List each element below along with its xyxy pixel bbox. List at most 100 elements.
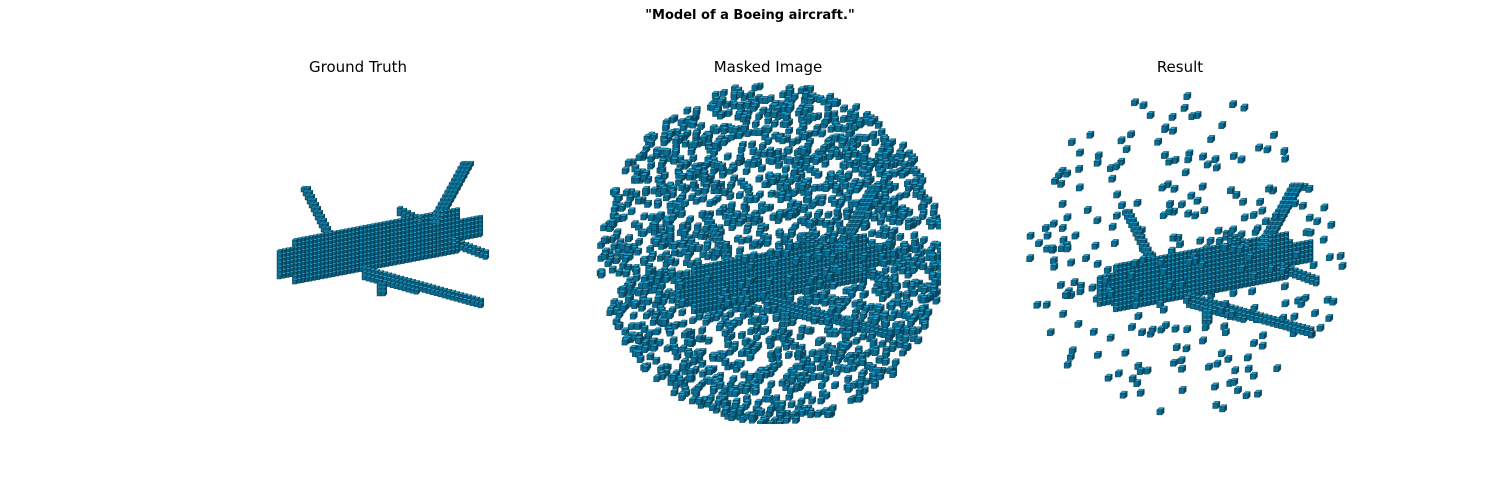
noise-voxel bbox=[803, 285, 812, 294]
noise-voxel bbox=[928, 253, 937, 262]
noise-voxel bbox=[792, 174, 802, 183]
noise-voxel bbox=[790, 188, 799, 197]
noise-voxel bbox=[927, 221, 937, 230]
noise-voxel bbox=[890, 182, 900, 192]
noise-voxel bbox=[1089, 327, 1098, 336]
noise-voxel bbox=[1050, 262, 1059, 271]
noise-voxel bbox=[1290, 199, 1300, 208]
noise-voxel bbox=[729, 375, 738, 384]
noise-voxel bbox=[824, 103, 833, 112]
noise-voxel bbox=[796, 362, 806, 371]
result-plane-voxel bbox=[1240, 316, 1248, 324]
noise-voxel bbox=[712, 140, 721, 149]
noise-voxel bbox=[632, 273, 641, 282]
noise-voxel bbox=[678, 172, 687, 181]
noise-voxel bbox=[736, 89, 745, 99]
noise-voxel bbox=[1306, 228, 1315, 237]
noise-voxel bbox=[797, 397, 806, 406]
noise-voxel bbox=[817, 396, 826, 405]
noise-voxel bbox=[1180, 103, 1189, 112]
noise-voxel bbox=[851, 234, 860, 243]
panel-ground-truth: Ground Truth bbox=[185, 58, 531, 424]
noise-voxel bbox=[803, 326, 813, 335]
noise-voxel bbox=[1245, 252, 1255, 262]
noise-voxel bbox=[832, 149, 841, 158]
noise-voxel bbox=[851, 111, 860, 120]
noise-voxel bbox=[1168, 126, 1178, 135]
noise-voxel bbox=[1169, 233, 1178, 242]
noise-voxel bbox=[881, 357, 890, 366]
noise-voxel bbox=[890, 265, 899, 274]
noise-voxel bbox=[1184, 155, 1193, 164]
noise-voxel bbox=[721, 357, 730, 367]
noise-voxel bbox=[660, 317, 669, 327]
noise-voxel bbox=[751, 119, 760, 129]
noise-voxel bbox=[1160, 267, 1169, 276]
noise-voxel bbox=[671, 346, 680, 355]
noise-voxel bbox=[608, 218, 617, 227]
noise-voxel bbox=[1117, 136, 1126, 145]
noise-voxel bbox=[1049, 219, 1058, 228]
noise-voxel bbox=[633, 321, 643, 331]
noise-voxel bbox=[887, 302, 896, 311]
noise-voxel bbox=[632, 190, 641, 199]
noise-voxel bbox=[716, 111, 725, 120]
noise-voxel bbox=[642, 144, 651, 153]
noise-voxel bbox=[727, 201, 736, 210]
noise-voxel bbox=[888, 344, 897, 353]
noise-voxel bbox=[689, 179, 698, 189]
noise-voxel bbox=[1061, 290, 1071, 299]
noise-voxel bbox=[704, 252, 713, 261]
noise-voxel bbox=[1128, 374, 1137, 383]
noise-voxel bbox=[1325, 313, 1334, 323]
noise-voxel bbox=[931, 277, 940, 286]
noise-voxel bbox=[762, 203, 771, 212]
noise-voxel bbox=[830, 381, 840, 390]
noise-voxel bbox=[861, 143, 870, 153]
noise-voxel bbox=[660, 138, 669, 147]
noise-voxel bbox=[666, 257, 676, 266]
noise-voxel bbox=[835, 267, 844, 276]
noise-voxel bbox=[723, 298, 733, 308]
noise-voxel bbox=[809, 199, 819, 208]
noise-voxel bbox=[1336, 251, 1345, 261]
noise-voxel bbox=[713, 247, 723, 257]
noise-voxel bbox=[1229, 151, 1238, 161]
noise-voxel bbox=[828, 253, 838, 262]
noise-voxel bbox=[1047, 244, 1056, 253]
noise-voxel bbox=[857, 283, 866, 292]
noise-voxel bbox=[637, 303, 647, 312]
noise-voxel bbox=[843, 212, 852, 221]
noise-voxel bbox=[919, 295, 929, 304]
noise-voxel bbox=[841, 181, 850, 190]
noise-voxel bbox=[751, 315, 760, 324]
noise-voxel bbox=[763, 305, 772, 314]
noise-voxel bbox=[662, 193, 671, 202]
noise-voxel bbox=[831, 98, 840, 108]
noise-voxel bbox=[851, 149, 860, 158]
noise-voxel bbox=[781, 233, 791, 242]
noise-voxel bbox=[740, 201, 749, 210]
noise-voxel bbox=[683, 106, 692, 115]
noise-voxel bbox=[1214, 226, 1223, 235]
noise-voxel bbox=[855, 394, 864, 403]
noise-voxel bbox=[1131, 301, 1141, 310]
noise-voxel bbox=[688, 316, 698, 325]
noise-voxel bbox=[906, 318, 916, 327]
noise-voxel bbox=[740, 287, 750, 296]
noise-voxel bbox=[831, 329, 840, 338]
noise-voxel bbox=[860, 153, 869, 162]
noise-voxel bbox=[1280, 282, 1289, 291]
noise-voxel bbox=[790, 167, 799, 176]
noise-voxel bbox=[671, 148, 680, 158]
noise-voxel bbox=[808, 396, 817, 405]
noise-voxel bbox=[846, 251, 856, 261]
noise-voxel bbox=[1130, 98, 1140, 107]
noise-voxel bbox=[718, 162, 727, 171]
noise-voxel bbox=[766, 248, 775, 257]
noise-voxel bbox=[1325, 253, 1334, 262]
noise-voxel bbox=[756, 372, 766, 381]
noise-voxel bbox=[1139, 101, 1148, 110]
noise-voxel bbox=[1063, 213, 1072, 222]
noise-voxel bbox=[619, 261, 628, 270]
